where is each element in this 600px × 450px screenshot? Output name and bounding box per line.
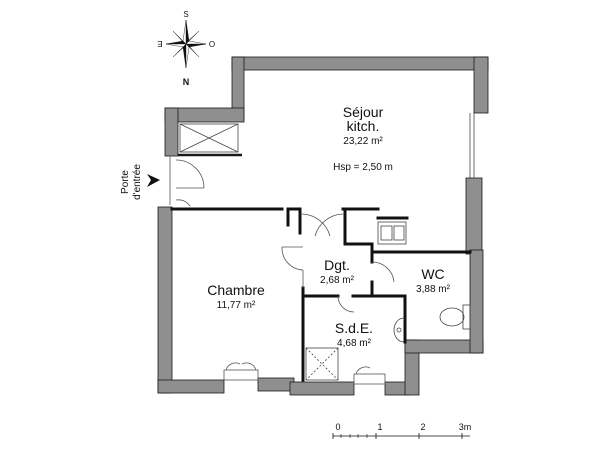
- entry-label-line2: d'entrée: [132, 164, 143, 200]
- compass-east: E: [157, 39, 162, 48]
- scale-tick-1: 1: [377, 422, 382, 432]
- room-wc: WC 3,88 m²: [416, 266, 451, 295]
- compass-north: N: [183, 77, 190, 87]
- doors: [169, 156, 395, 385]
- chambre-area: 11,77 m²: [217, 300, 256, 311]
- kitchen-sink: [377, 221, 407, 245]
- sejour-name-line1: Séjour: [343, 104, 384, 120]
- sejour-area: 23,22 m²: [343, 136, 383, 147]
- compass-star-icon: [165, 19, 207, 69]
- wc-name: WC: [421, 266, 444, 282]
- scale-tick-2: 2: [420, 422, 425, 432]
- shower: [305, 347, 339, 381]
- sejour-name-line2: kitch.: [347, 118, 380, 134]
- sde-name: S.d.E.: [335, 320, 373, 336]
- entry-marker: Porte d'entrée: [120, 164, 160, 200]
- compass-rose: S N E O: [157, 10, 215, 87]
- interior-walls: [170, 207, 472, 382]
- toilet: [439, 304, 471, 330]
- dgt-name: Dgt.: [324, 257, 350, 273]
- room-chambre: Chambre 11,77 m²: [207, 282, 265, 311]
- room-sejour: Séjour kitch. 23,22 m² Hsp = 2,50 m: [333, 104, 393, 173]
- scale-tick-0: 0: [335, 422, 340, 432]
- room-dgt: Dgt. 2,68 m²: [320, 257, 355, 286]
- bathroom-sink: [393, 317, 405, 343]
- compass-west: O: [209, 40, 215, 49]
- scale-bar: 0 1 2 3m: [332, 422, 472, 439]
- wc-area: 3,88 m²: [416, 284, 451, 295]
- dgt-area: 2,68 m²: [320, 275, 355, 286]
- sde-area: 4,68 m²: [337, 338, 372, 349]
- sejour-ceiling-height: Hsp = 2,50 m: [333, 162, 393, 173]
- chambre-name: Chambre: [207, 282, 265, 298]
- entry-arrow-icon: [147, 174, 160, 187]
- room-sde: S.d.E. 4,68 m²: [335, 320, 373, 349]
- closet: [178, 123, 242, 157]
- compass-south: S: [183, 10, 188, 19]
- scale-tick-3: 3m: [459, 422, 472, 432]
- exterior-walls: [157, 56, 489, 396]
- living-window: [469, 113, 475, 178]
- entry-label-line1: Porte: [120, 170, 131, 194]
